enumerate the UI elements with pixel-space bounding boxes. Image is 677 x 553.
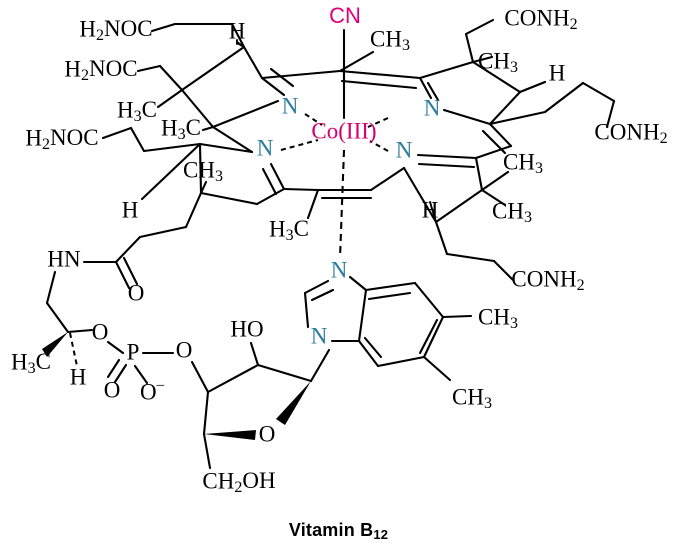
ribose-hydroxyl-label: HO bbox=[230, 316, 263, 341]
phosphorus-label: P bbox=[127, 339, 140, 364]
methyl-a-2-label: H3C bbox=[161, 115, 201, 142]
benzimidazole-ring bbox=[303, 275, 473, 382]
nitrogen-benzimidazole-bottom: N bbox=[311, 323, 328, 348]
acetamide-a-ring-2-label: H2NOC bbox=[64, 56, 137, 83]
caption-subscript: 12 bbox=[373, 527, 389, 542]
corrin-ring-c bbox=[306, 144, 515, 282]
hydrogen-aminopropanol: H bbox=[70, 364, 87, 389]
cyanide-label: CN bbox=[329, 3, 361, 28]
phosphate-anionic-oxygen: O– bbox=[140, 377, 165, 404]
nitrogen-ring-c: N bbox=[396, 137, 413, 162]
phosphate-group bbox=[106, 340, 210, 394]
cobalt-center-label: Co(III) bbox=[311, 118, 376, 143]
ribose-ring bbox=[202, 341, 331, 470]
nitrogen-ring-a: N bbox=[282, 93, 299, 118]
methyl-a-1-label: H3C bbox=[117, 97, 157, 124]
caption-main-text: Vitamin B bbox=[288, 520, 374, 540]
methyl-c-2-label: CH3 bbox=[492, 198, 532, 225]
cobalt-coordination-bonds bbox=[280, 113, 389, 259]
methyl-b-ring-label: CH3 bbox=[478, 48, 518, 75]
acetamide-b-ring-label: CONH2 bbox=[504, 5, 577, 32]
amide-nitrogen-label: HN bbox=[47, 246, 81, 271]
hydrogen-ring-d: H bbox=[122, 197, 139, 222]
figure-caption: Vitamin B12 bbox=[0, 520, 677, 542]
nitrogen-ring-d: N bbox=[257, 135, 274, 160]
nitrogen-ring-b: N bbox=[424, 95, 441, 120]
corrin-ring-d bbox=[101, 125, 320, 264]
propionamide-c-ring-label: CONH2 bbox=[511, 266, 584, 293]
stereo-hydrogen-bonds bbox=[236, 39, 546, 223]
ribose-hydroxymethyl-label: CH2OH bbox=[202, 468, 275, 495]
methyl-d-ring-label: CH3 bbox=[183, 157, 223, 184]
acetamide-d-ring-label: H2NOC bbox=[25, 125, 98, 152]
methyl-c-meso-label: H3C bbox=[269, 216, 309, 243]
hydrogen-ring-c: H bbox=[422, 197, 439, 222]
aminopropanol-methyl-label: H3C bbox=[11, 349, 51, 376]
phosphate-ester-oxygen-left: O bbox=[92, 319, 109, 344]
amide-carbonyl-oxygen-label: O bbox=[128, 280, 145, 305]
benzimidazole-methyl-top-label: CH3 bbox=[478, 304, 518, 331]
propionamide-b-ring-label: CONH2 bbox=[594, 119, 667, 146]
aminopropanol-linker bbox=[42, 256, 139, 367]
nitrogen-benzimidazole-top: N bbox=[331, 257, 348, 282]
acetamide-a-ring-label: H2NOC bbox=[79, 16, 152, 43]
methyl-c-1-label: CH3 bbox=[503, 149, 543, 176]
ribose-ring-oxygen-label: O bbox=[259, 421, 276, 446]
hydrogen-ring-b: H bbox=[549, 60, 566, 85]
benzimidazole-methyl-bottom-label: CH3 bbox=[452, 384, 492, 411]
phosphate-double-bond-oxygen: O bbox=[104, 377, 121, 402]
corrin-ring-a bbox=[136, 22, 342, 132]
phosphate-ester-oxygen-right: O bbox=[176, 337, 193, 362]
hydrogen-ring-a: H bbox=[229, 18, 246, 43]
methyl-b-meso-label: CH3 bbox=[370, 26, 410, 53]
